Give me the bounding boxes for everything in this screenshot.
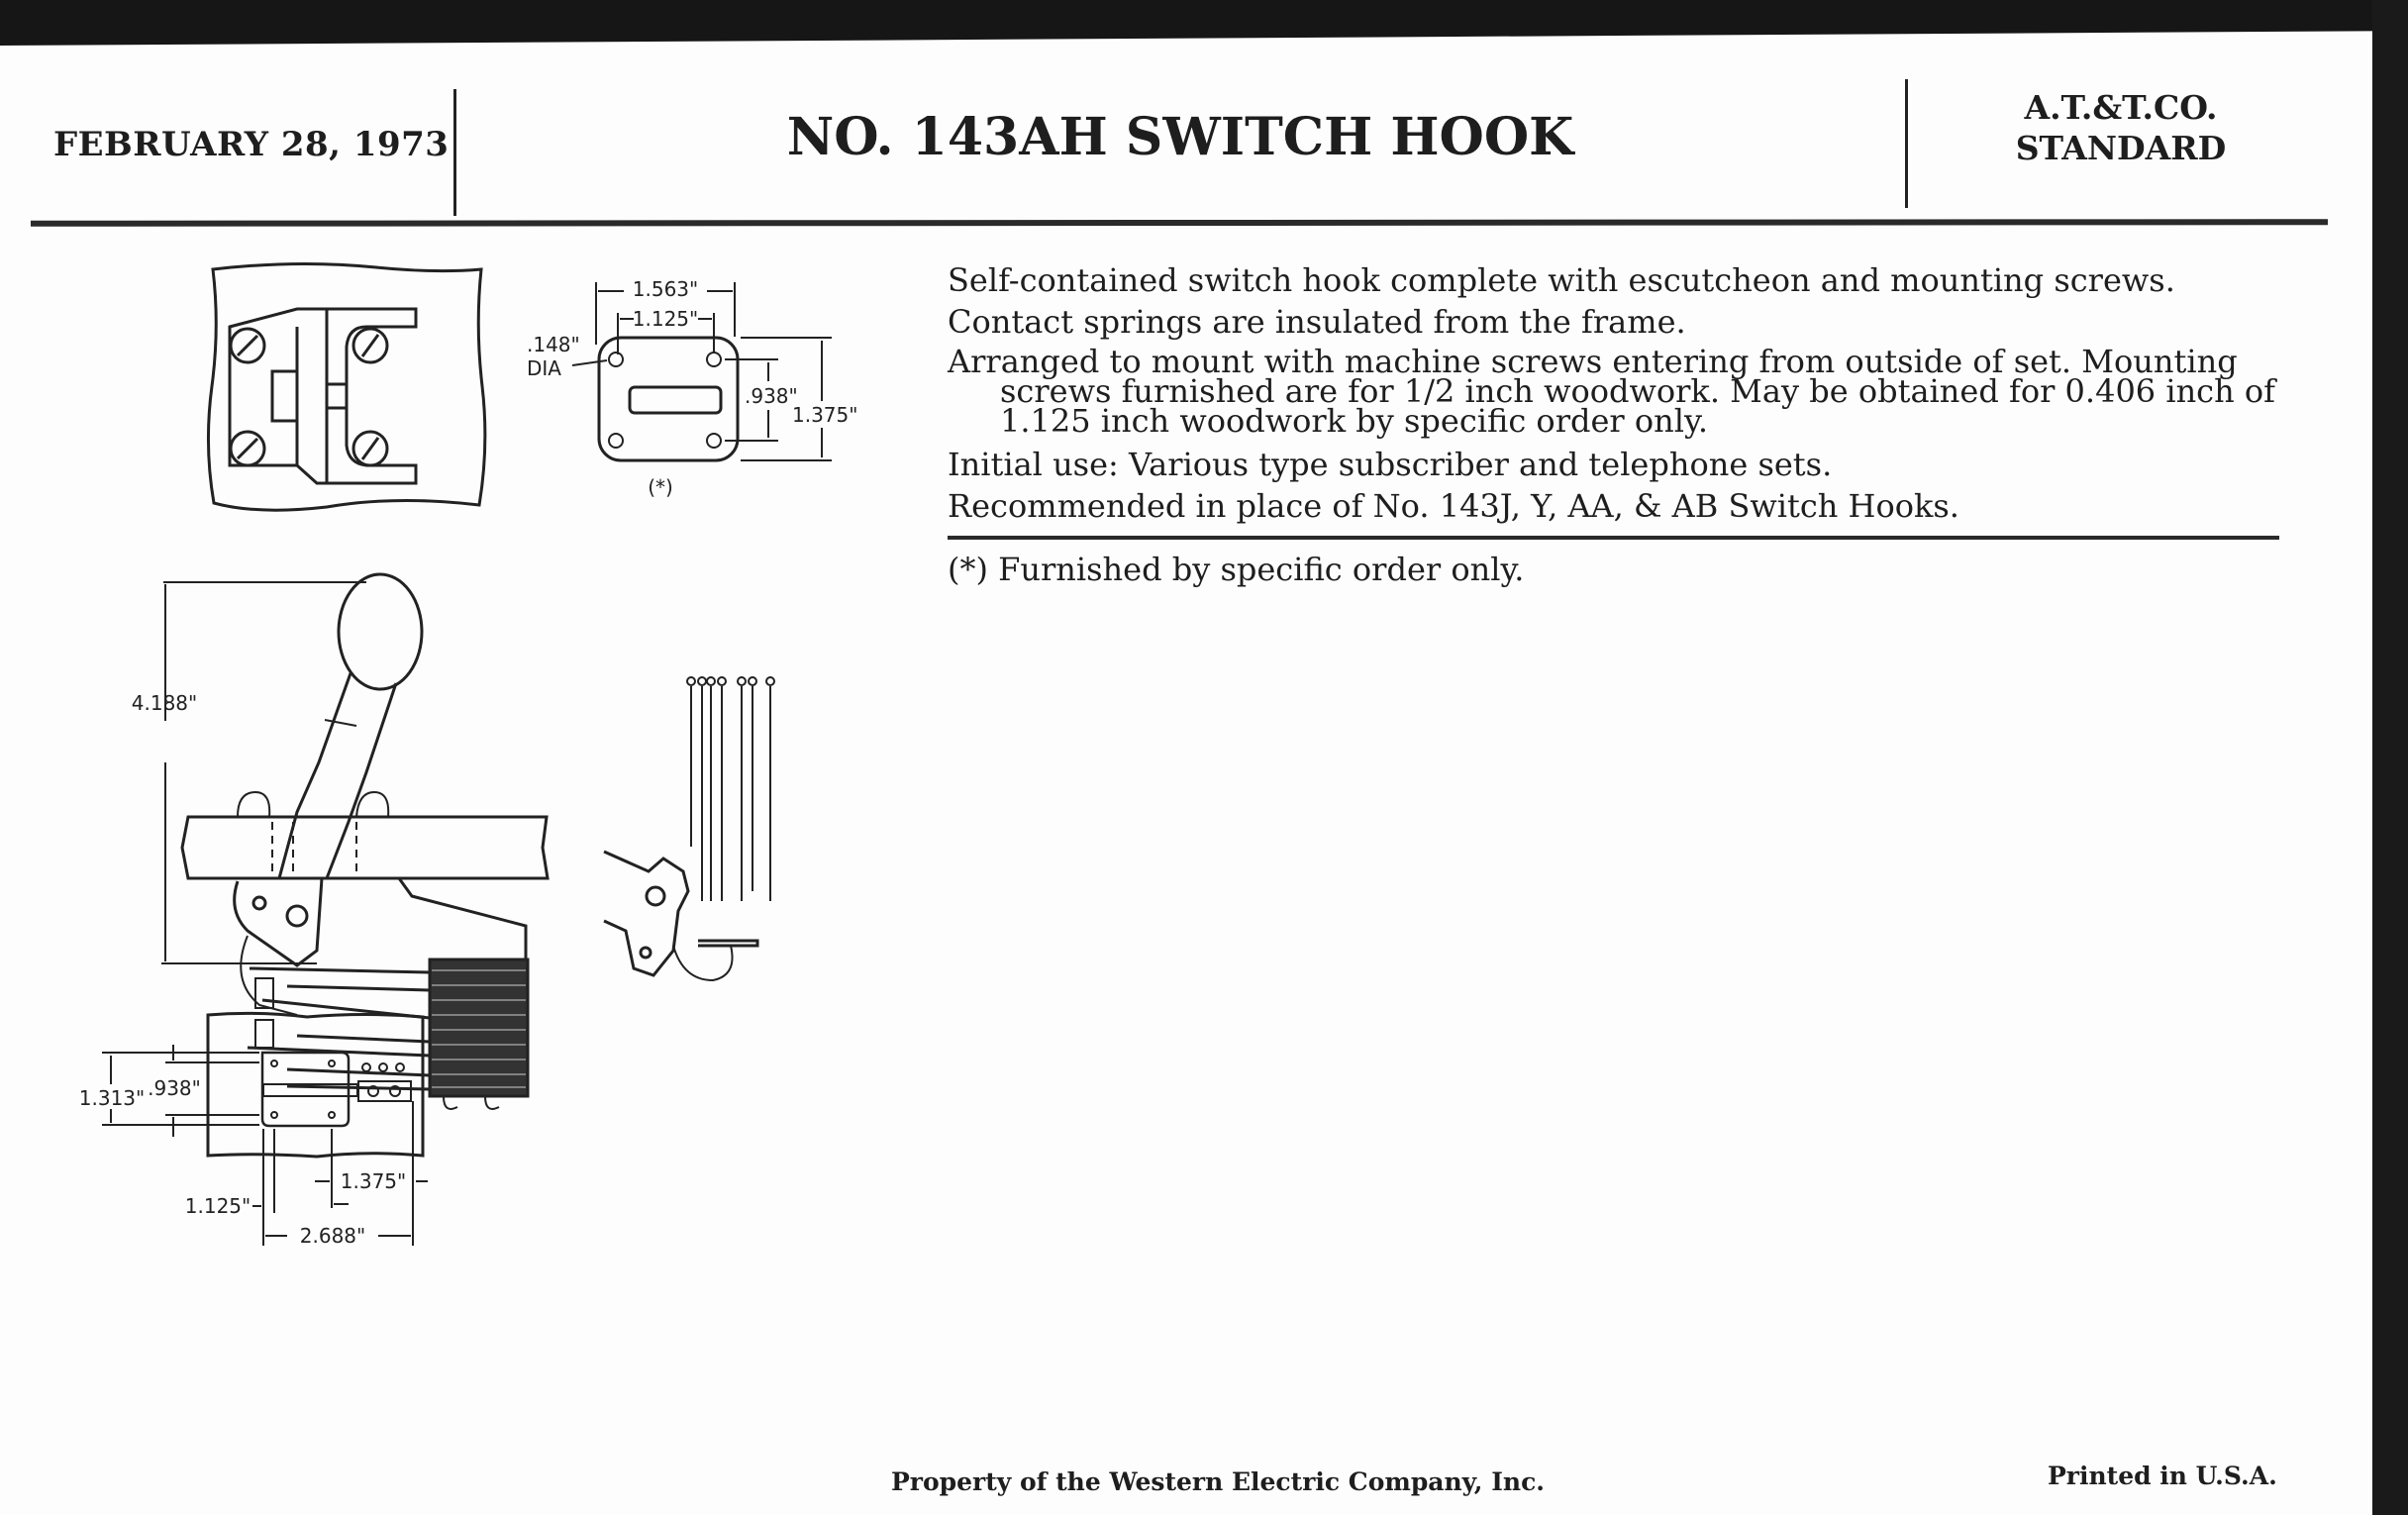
description-line: Arranged to mount with machine screws en… [948,343,2275,440]
description-line: Recommended in place of No. 143J, Y, AA,… [948,487,1959,525]
dim-hole-spacing: 1.125" [633,307,698,331]
escutcheon-front-view [206,261,487,512]
dim-hole-dia-label: DIA [527,356,561,380]
footnote: (*) Furnished by specific order only. [948,551,1525,588]
dim-left-offset: 1.125" [185,1194,251,1218]
header-date: FEBRUARY 28, 1973 [53,125,450,164]
dim-overall-width: 2.688" [300,1224,365,1248]
switch-hook-side-view: 4.188" [132,572,550,1110]
dim-plate-height: 1.375" [792,403,857,427]
footnote-rule [948,536,2279,540]
scan-edge-right [2372,0,2408,1515]
standard-line-1: A.T.&T.CO. [2024,88,2218,127]
header-divider-left [453,89,456,216]
standard-line-2: STANDARD [2015,129,2227,167]
description-line: Self-contained switch hook complete with… [948,261,2175,299]
dim-inner-spacing: .938" [148,1076,201,1100]
dim-hole-vertical: .938" [745,384,798,408]
dim-hole-dia: .148" [527,333,580,356]
footer-property: Property of the Western Electric Company… [891,1467,1546,1496]
dim-plate-width: 1.563" [633,277,698,301]
standard-label: A.T.&T.CO. STANDARD [1906,87,2336,168]
description: Self-contained switch hook complete with… [948,259,2284,527]
description-line: Initial use: Various type subscriber and… [948,446,1833,483]
dim-right-offset: 1.375" [341,1169,406,1193]
footer-printed: Printed in U.S.A. [2048,1462,2277,1490]
header-divider-right [1905,79,1908,208]
contact-spring-detail [603,676,775,982]
dim-outer-spacing: 1.313" [79,1086,145,1110]
mounting-layout-drawing: 1.313" .938" 1.375" 1.125" 2.688" [79,1011,428,1248]
page-title: NO. 143AH SWITCH HOOK [786,107,1574,167]
dim-side-height: 4.188" [132,691,197,715]
description-line: Contact springs are insulated from the f… [948,303,1686,341]
plate-note: (*) [648,475,673,499]
mounting-plate-drawing: 1.563" 1.125" .148" DIA .938" 1.375" (*) [527,277,857,499]
